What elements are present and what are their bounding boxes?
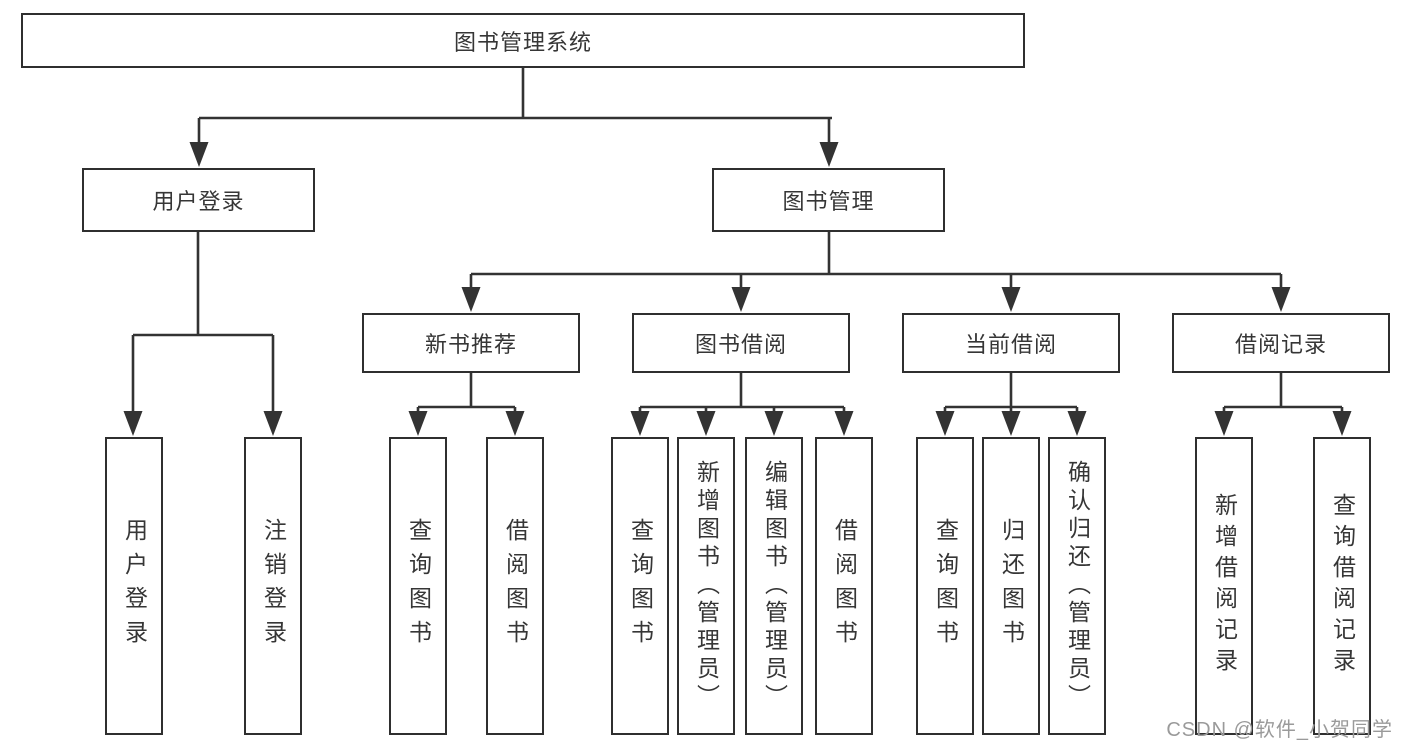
node-label: 借阅记录	[1234, 332, 1327, 357]
leaf-current-query-books: 查询图书	[916, 437, 974, 735]
connector-arrow-heads	[123, 142, 1352, 436]
node-label: 图书借阅	[694, 332, 787, 357]
leaf-label: 确认归还（管理员）	[1064, 460, 1091, 712]
leaf-logout: 注销登录	[244, 437, 302, 735]
node-label: 用户登录	[152, 189, 245, 214]
leaf-records-add-record: 新增借阅记录	[1195, 437, 1253, 735]
leaf-label: 借阅图书	[502, 518, 529, 654]
leaf-recommend-borrow-books: 借阅图书	[486, 437, 544, 735]
node-label: 图书管理	[782, 189, 875, 214]
node-label: 图书管理系统	[453, 29, 592, 55]
node-label: 当前借阅	[964, 332, 1057, 357]
leaf-label: 归还图书	[998, 518, 1025, 654]
node-borrowing-records: 借阅记录	[1172, 313, 1390, 373]
leaf-label: 新增图书（管理员）	[693, 460, 720, 712]
leaf-label: 新增借阅记录	[1211, 493, 1238, 679]
leaf-borrow-query-books: 查询图书	[611, 437, 669, 735]
node-book-borrowing: 图书借阅	[632, 313, 850, 373]
leaf-label: 编辑图书（管理员）	[761, 460, 788, 712]
node-user-login-branch: 用户登录	[82, 168, 315, 232]
node-book-management-branch: 图书管理	[712, 168, 945, 232]
node-label: 新书推荐	[424, 332, 517, 357]
leaf-borrow-borrow-books: 借阅图书	[815, 437, 873, 735]
node-library-management-system: 图书管理系统	[21, 13, 1025, 68]
node-new-book-recommend: 新书推荐	[362, 313, 580, 373]
leaf-recommend-query-books: 查询图书	[389, 437, 447, 735]
leaf-label: 借阅图书	[831, 518, 858, 654]
leaf-current-confirm-return-admin: 确认归还（管理员）	[1048, 437, 1106, 735]
leaf-records-query-record: 查询借阅记录	[1313, 437, 1371, 735]
leaf-label: 查询图书	[627, 518, 654, 654]
leaf-label: 用户登录	[121, 518, 148, 654]
node-current-borrowing: 当前借阅	[902, 313, 1120, 373]
leaf-label: 查询图书	[932, 518, 959, 654]
leaf-current-return-books: 归还图书	[982, 437, 1040, 735]
leaf-user-login: 用户登录	[105, 437, 163, 735]
leaf-borrow-add-books-admin: 新增图书（管理员）	[677, 437, 735, 735]
leaf-label: 查询图书	[405, 518, 432, 654]
csdn-watermark: CSDN @软件_小贺同学	[1166, 719, 1393, 741]
connector-arrow-shafts	[131, 118, 1344, 414]
leaf-label: 注销登录	[260, 518, 287, 654]
leaf-label: 查询借阅记录	[1329, 493, 1356, 679]
leaf-borrow-edit-books-admin: 编辑图书（管理员）	[745, 437, 803, 735]
